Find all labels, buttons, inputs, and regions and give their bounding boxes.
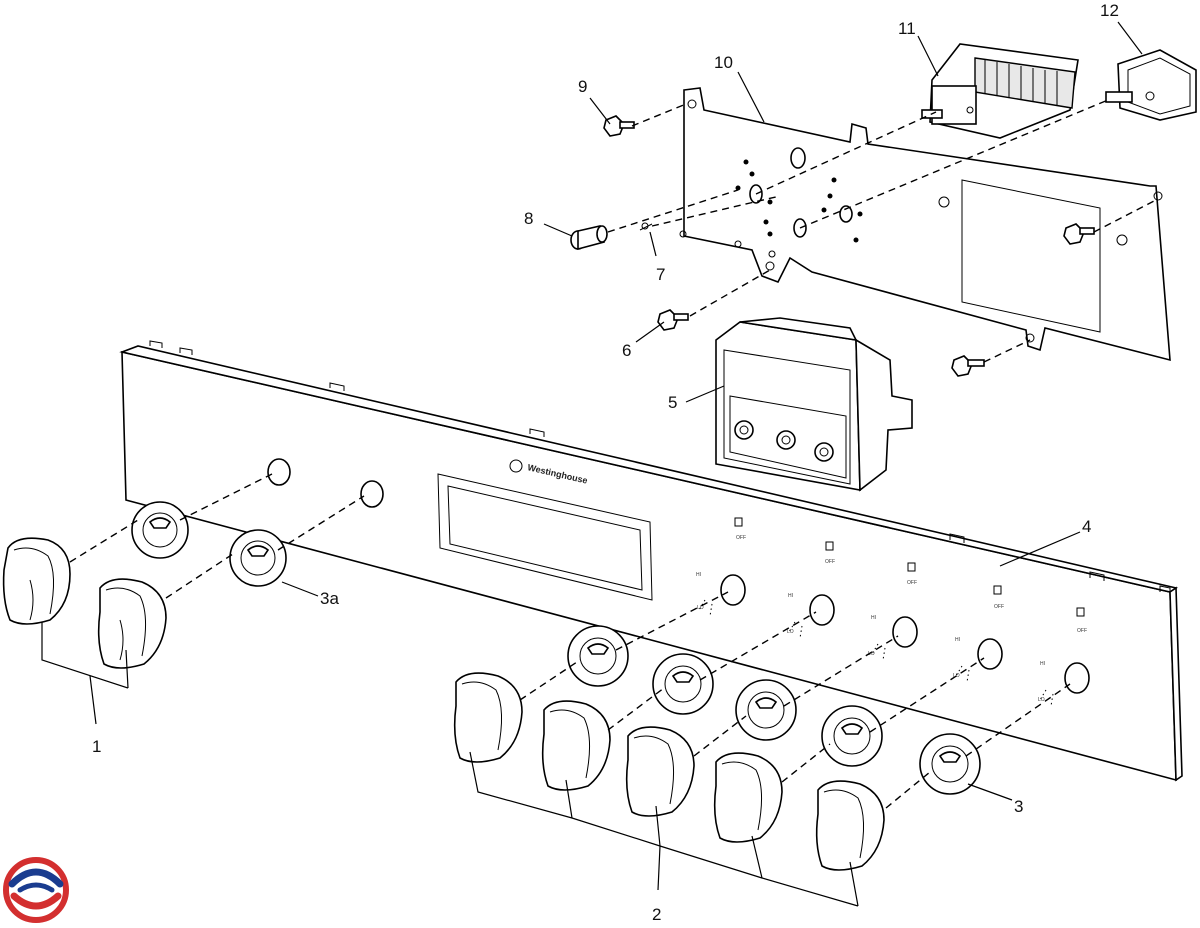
off-mark: OFF (736, 535, 746, 541)
rotary-switch (921, 43, 1079, 139)
screw-part-6 (657, 309, 689, 331)
knobs (2, 537, 885, 871)
control-panel-fascia: Westinghouse OFF OFF OFF OFF OFF HI HI H… (119, 340, 1183, 782)
assembly-lines (69, 99, 1157, 809)
hi-mark: HI (788, 593, 793, 599)
label-part-8: 8 (524, 209, 533, 228)
label-part-3: 3 (1014, 797, 1023, 816)
screw-lower-bracket (951, 355, 985, 377)
screw-right-bracket (1063, 223, 1095, 245)
off-mark: OFF (907, 580, 917, 586)
knob-part-1-b (97, 578, 167, 669)
label-part-7: 7 (656, 265, 665, 284)
knob-part-2-a (453, 672, 523, 763)
hi-mark: HI (1040, 661, 1045, 667)
lo-mark: LO (1038, 697, 1045, 703)
off-mark: OFF (994, 604, 1004, 610)
label-part-10: 10 (714, 53, 733, 72)
off-mark: OFF (825, 559, 835, 565)
thermostat (1105, 49, 1197, 121)
clock-module (715, 317, 913, 492)
screws (570, 115, 1095, 377)
bezel-left-1 (131, 501, 189, 559)
screw-part-9 (603, 115, 635, 137)
bezel-part-3 (919, 733, 981, 795)
label-part-6: 6 (622, 341, 631, 360)
label-part-1: 1 (92, 737, 101, 756)
lo-mark: LO (868, 651, 875, 657)
knob-part-2-d (713, 752, 783, 843)
lamp-holder-part-8 (570, 225, 608, 251)
label-part-2: 2 (652, 905, 661, 924)
bezels (131, 501, 981, 795)
label-part-12: 12 (1100, 1, 1119, 20)
off-mark: OFF (1077, 628, 1087, 634)
bezel-right-1 (567, 625, 629, 687)
knob-part-2-b (541, 700, 611, 791)
bezel-part-3a (229, 529, 287, 587)
label-part-9: 9 (578, 77, 587, 96)
knob-part-2-e (815, 780, 885, 871)
hi-mark: HI (871, 615, 876, 621)
bezel-right-4 (821, 705, 883, 767)
hi-mark: HI (955, 637, 960, 643)
circular-swirl-logo-icon (3, 857, 69, 923)
knob-part-2-c (625, 726, 695, 817)
bezel-right-3 (735, 679, 797, 741)
hi-mark: HI (696, 572, 701, 578)
label-part-3a: 3a (320, 589, 339, 608)
label-part-5: 5 (668, 393, 677, 412)
label-part-11: 11 (898, 19, 916, 38)
clip-part-7 (639, 222, 653, 231)
bezel-right-2 (652, 653, 714, 715)
knob-part-1-a (2, 537, 71, 625)
label-part-4: 4 (1082, 517, 1091, 536)
lo-mark: LO (787, 629, 794, 635)
part-labels: 1 2 3 3a 4 5 6 7 8 9 10 11 12 (92, 1, 1119, 924)
mounting-bracket (683, 87, 1171, 362)
leader-lines (41, 21, 1143, 907)
